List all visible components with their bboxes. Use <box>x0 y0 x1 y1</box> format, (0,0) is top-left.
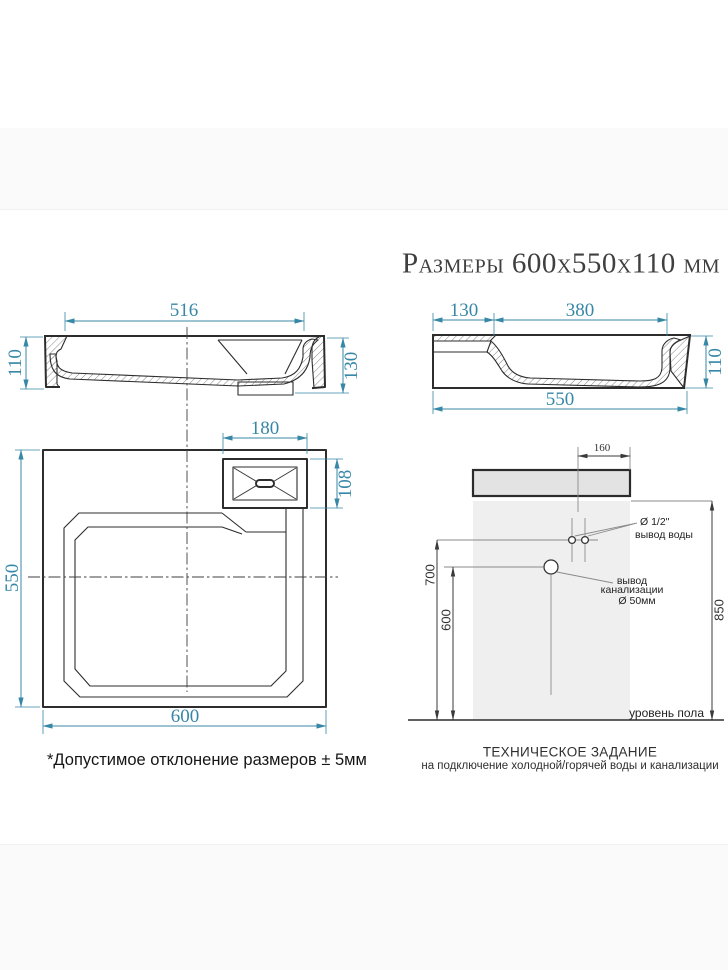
drain-size-label: Ø 50мм <box>618 594 656 607</box>
dim-front-height-right: 130 <box>341 351 362 381</box>
plan-outer-rect <box>42 449 327 708</box>
dim-side-depth: 550 <box>545 389 575 410</box>
plan-overflow-slot <box>255 479 275 488</box>
page-title: Размеры 600x550x110 мм <box>401 247 721 280</box>
dim-front-height-left: 110 <box>5 349 26 377</box>
dim-side-deck: 130 <box>449 300 479 321</box>
dim-plan-depth: 550 <box>2 563 23 593</box>
installation-caption-title: ТЕХНИЧЕСКОЕ ЗАДАНИЕ <box>482 744 658 760</box>
dim-plan-width: 600 <box>170 706 200 727</box>
floor-level-label: уровень пола <box>629 706 704 720</box>
water-outlet-right <box>580 535 590 545</box>
water-outlet-label: вывод воды <box>635 529 693 541</box>
front-section-view <box>20 312 349 396</box>
background-band-bottom <box>0 844 728 970</box>
install-sink-bar <box>471 468 632 498</box>
plan-bowl-step <box>221 512 286 535</box>
dim-extension-lines <box>15 433 343 734</box>
installation-view <box>408 447 724 721</box>
dim-plan-drain-depth: 108 <box>335 469 356 499</box>
dim-install-water-height: 700 <box>422 564 438 586</box>
plan-drain-envelope <box>233 467 297 500</box>
plan-drain-box-inner <box>232 466 298 501</box>
install-leader-lines <box>556 522 638 584</box>
plan-bowl-inner-line <box>74 509 287 687</box>
water-outlet-left <box>567 535 577 545</box>
plan-bowl-outer-line <box>63 509 304 698</box>
plan-view <box>15 327 343 734</box>
drain-outlet-label-line2: канализации <box>600 583 664 596</box>
dim-side-bowl: 380 <box>565 300 595 321</box>
dim-install-rim-height: 850 <box>711 599 727 621</box>
side-outline <box>432 333 692 390</box>
front-outline <box>43 334 326 390</box>
front-floor-hatch <box>49 338 319 387</box>
side-bowl-hatch <box>486 337 682 388</box>
dim-install-tap-offset: 160 <box>593 442 611 454</box>
dim-install-drain-height: 600 <box>438 609 454 631</box>
dim-plan-drain-width: 180 <box>250 418 280 439</box>
water-size-label: Ø 1/2" <box>640 516 670 528</box>
install-wall-band <box>473 501 630 720</box>
tolerance-note: *Допустимое отклонение размеров ± 5мм <box>47 751 367 769</box>
drain-outlet-label-line1: вывод <box>616 574 648 587</box>
drain-outlet <box>543 559 559 575</box>
side-section-view <box>432 313 713 414</box>
dim-side-height: 110 <box>705 348 726 376</box>
front-drain-stub <box>237 381 294 396</box>
background-band-top <box>0 128 728 210</box>
installation-caption-subtitle: на подключение холодной/горячей воды и к… <box>421 760 719 772</box>
dim-front-width: 516 <box>169 300 199 321</box>
plan-drain-box <box>222 458 308 509</box>
front-drain-funnel <box>217 339 303 375</box>
